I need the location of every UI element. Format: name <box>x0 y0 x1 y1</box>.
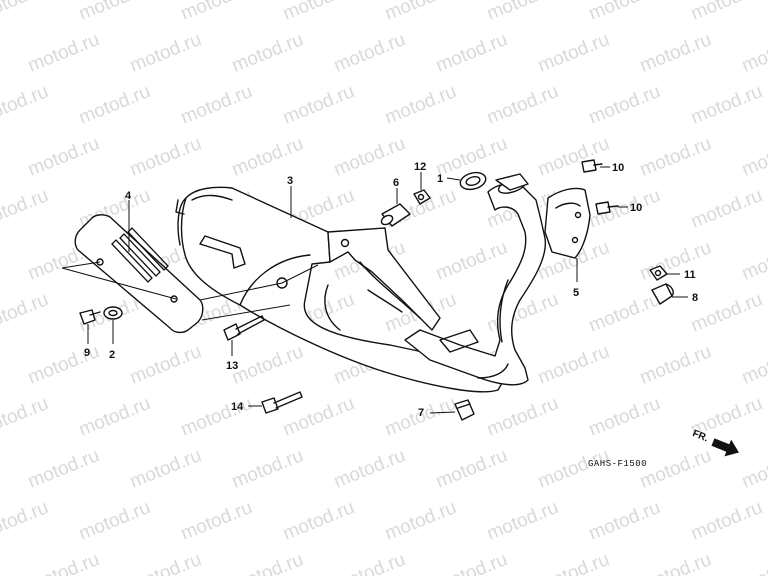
collar[interactable] <box>380 203 411 227</box>
front-arrow-icon <box>711 438 739 457</box>
callout-13: 13 <box>226 360 238 372</box>
muffler-bracket <box>327 227 441 331</box>
drawing-code: GAHS-F1500 <box>588 459 647 469</box>
callout-6: 6 <box>393 177 399 189</box>
exhaust-pipe[interactable] <box>404 173 547 386</box>
callout-7: 7 <box>418 407 424 419</box>
clip-7[interactable] <box>454 399 475 421</box>
front-direction-indicator: FR. <box>691 428 739 457</box>
callout-2: 2 <box>109 349 115 361</box>
bolt-10-lower[interactable] <box>595 201 619 215</box>
callout-10b: 10 <box>630 202 642 214</box>
washer-2[interactable] <box>103 306 123 320</box>
nut-11[interactable] <box>649 265 668 281</box>
callout-3: 3 <box>287 175 293 187</box>
callouts: 1 2 3 4 5 6 7 8 9 10 10 11 12 13 14 <box>84 161 698 419</box>
callout-1: 1 <box>437 173 443 185</box>
callout-8: 8 <box>692 292 698 304</box>
front-label: FR. <box>691 428 710 444</box>
gasket[interactable] <box>458 170 487 192</box>
callout-9: 9 <box>84 347 90 359</box>
callout-14: 14 <box>231 401 244 413</box>
bolt-13[interactable] <box>223 315 265 341</box>
bolt-9[interactable] <box>79 309 101 325</box>
bolt-14[interactable] <box>261 391 303 414</box>
muffler[interactable] <box>175 186 506 393</box>
callout-4: 4 <box>125 190 132 202</box>
cap-nut-8[interactable] <box>651 283 674 305</box>
nut-12[interactable] <box>413 189 431 205</box>
callout-12: 12 <box>414 161 426 173</box>
heat-shield[interactable] <box>74 214 204 334</box>
bolt-10-upper[interactable] <box>581 159 603 173</box>
callout-10a: 10 <box>612 162 624 174</box>
callout-11: 11 <box>684 269 696 281</box>
callout-5: 5 <box>573 287 579 299</box>
pipe-protector[interactable] <box>544 187 591 259</box>
leader-lines <box>61 166 688 414</box>
